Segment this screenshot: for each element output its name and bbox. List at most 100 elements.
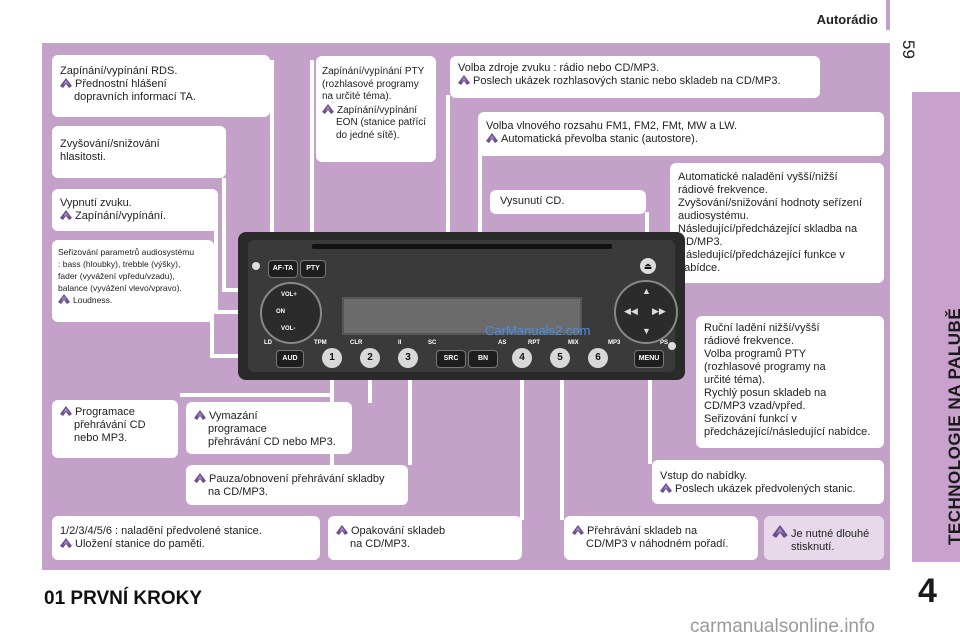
hand-icon <box>322 104 334 114</box>
callout-text: nebo MP3. <box>74 432 128 444</box>
connector-line <box>310 60 314 250</box>
connector-line <box>270 60 274 250</box>
preset-3-button[interactable]: 3 <box>398 348 418 368</box>
ps-label: PS <box>660 340 669 346</box>
ld-label: LD <box>264 340 272 346</box>
callout-text: Uložení stanice do paměti. <box>75 538 205 550</box>
src-button[interactable]: SRC <box>436 350 466 368</box>
callout-auto-tune: Automatické naladění vyšší/nižší rádiové… <box>670 163 884 283</box>
callout-band: Volba vlnového rozsahu FM1, FM2, FMt, MW… <box>478 112 884 156</box>
preset-4-button[interactable]: 4 <box>512 348 532 368</box>
callout-text: Volba vlnového rozsahu FM1, FM2, FMt, MW… <box>486 120 738 132</box>
connector-line <box>180 393 334 397</box>
watermark: CarManuals2.com <box>485 323 591 338</box>
hand-icon <box>194 410 206 420</box>
connector-line <box>648 372 652 464</box>
callout-text: fader (vyvážení vpředu/vzadu), <box>58 271 175 281</box>
chapter-number: 4 <box>918 572 937 610</box>
callout-text: předcházející/následující nabídce. <box>704 426 871 438</box>
chapter-tab <box>912 92 960 562</box>
preset-5-button[interactable]: 5 <box>550 348 570 368</box>
callout-text: programace <box>208 423 267 435</box>
as-label: AS <box>498 340 507 346</box>
preset-6-button[interactable]: 6 <box>588 348 608 368</box>
sc-label: SC <box>428 340 437 346</box>
callout-text: balance (vyvážení vlevo/vpravo). <box>58 283 182 293</box>
preset-2-button[interactable]: 2 <box>360 348 380 368</box>
volume-knob[interactable] <box>260 282 322 344</box>
menu-button[interactable]: MENU <box>634 350 664 368</box>
callout-text: dopravních informací TA. <box>74 91 196 103</box>
fast-forward-icon: ▶▶ <box>652 306 666 316</box>
callout-text: Zapínání/vypínání. <box>75 210 167 222</box>
connector-line <box>214 208 218 312</box>
section-title: 01 PRVNÍ KROKY <box>44 588 203 609</box>
callout-text: rádiové frekvence. <box>704 335 794 347</box>
callout-manual-tune: Ruční ladění nižší/vyšší rádiové frekven… <box>696 316 884 448</box>
callout-text: na CD/MP3. <box>350 538 410 550</box>
callout-text: na CD/MP3. <box>208 486 268 498</box>
callout-pty: Zapínání/vypínání PTY (rozhlasové progra… <box>316 56 436 162</box>
callout-menu: Vstup do nabídky. Poslech ukázek předvol… <box>652 460 884 504</box>
hand-icon <box>60 78 72 88</box>
callout-text: Ruční ladění nižší/vyšší <box>704 322 820 334</box>
preset-1-button[interactable]: 1 <box>322 348 342 368</box>
callout-text: Následující/předcházející funkce v <box>678 249 845 261</box>
callout-presets: 1/2/3/4/5/6 : naladění předvolené stanic… <box>52 516 320 560</box>
header-title: Autorádio <box>816 12 878 27</box>
callout-text: Je nutné dlouhé <box>791 528 870 540</box>
callout-text: Volba zdroje zvuku : rádio nebo CD/MP3. <box>458 62 660 74</box>
hand-icon <box>336 525 348 535</box>
callout-repeat: Opakování skladeb na CD/MP3. <box>328 516 522 560</box>
callout-text: Zapínání/vypínání <box>337 104 418 116</box>
radio-display <box>342 297 582 335</box>
bn-button[interactable]: BN <box>468 350 498 368</box>
callout-text: EON (stanice patřící <box>336 117 427 128</box>
rpt-label: RPT <box>528 340 540 346</box>
aud-button[interactable]: AUD <box>276 350 304 368</box>
callout-text: na určité téma). <box>322 91 392 102</box>
pty-button[interactable]: PTY <box>300 260 326 278</box>
callout-text: rádiové frekvence. <box>678 184 768 196</box>
callout-text: CD/MP3 v náhodném pořadí. <box>586 538 729 550</box>
callout-source: Volba zdroje zvuku : rádio nebo CD/MP3. … <box>450 56 820 98</box>
callout-random: Přehrávání skladeb na CD/MP3 v náhodném … <box>564 516 758 560</box>
callout-text: Volba programů PTY <box>704 348 807 360</box>
tuning-knob[interactable]: ▲ ▼ ◀◀ ▶▶ <box>614 280 678 344</box>
callout-text: CD/MP3 vzad/vpřed. <box>704 400 806 412</box>
hand-icon <box>60 538 72 548</box>
callout-text: Poslech ukázek předvolených stanic. <box>675 483 856 495</box>
callout-audio: Seřizování parametrů audiosystému : bass… <box>52 240 214 322</box>
hand-icon <box>458 75 470 85</box>
callout-text: Zvyšování/snižování hodnoty seřízení <box>678 197 863 209</box>
callout-text: Přednostní hlášení <box>75 78 167 90</box>
callout-text: hlasitosti. <box>60 151 106 163</box>
callout-text: Vymazání <box>209 410 258 422</box>
rewind-icon: ◀◀ <box>624 306 638 316</box>
mix-label: MIX <box>568 340 579 346</box>
hand-icon <box>772 525 788 538</box>
callout-eject: Vysunutí CD. <box>490 190 646 214</box>
callout-text: nabídce. <box>678 262 721 274</box>
callout-pause: Pauza/obnovení přehrávání skladby na CD/… <box>186 465 408 505</box>
hand-icon <box>572 525 584 535</box>
callout-clear: Vymazání programace přehrávání CD nebo M… <box>186 402 352 454</box>
hand-icon <box>194 473 206 483</box>
hand-icon <box>60 210 72 220</box>
callout-mute: Vypnutí zvuku. Zapínání/vypínání. <box>52 189 218 231</box>
callout-rds: Zapínání/vypínání RDS. Přednostní hlášen… <box>52 55 270 117</box>
callout-text: Zapínání/vypínání PTY <box>322 66 425 77</box>
callout-text: přehrávání CD nebo MP3. <box>208 436 336 448</box>
callout-text: Opakování skladeb <box>351 525 446 537</box>
callout-program: Programace přehrávání CD nebo MP3. <box>52 400 178 458</box>
tpm-label: TPM <box>314 340 327 346</box>
header-accent-bar <box>886 0 890 30</box>
pause-label: II <box>398 340 402 346</box>
eject-icon[interactable]: ⏏ <box>640 258 656 274</box>
cd-slot <box>312 244 612 249</box>
indicator-dot <box>668 342 676 350</box>
af-ta-button[interactable]: AF-TA <box>268 260 298 278</box>
callout-text: Pauza/obnovení přehrávání skladby <box>209 473 385 485</box>
callout-text: : bass (hloubky), trebble (výšky), <box>58 259 181 269</box>
hand-icon <box>58 294 70 304</box>
